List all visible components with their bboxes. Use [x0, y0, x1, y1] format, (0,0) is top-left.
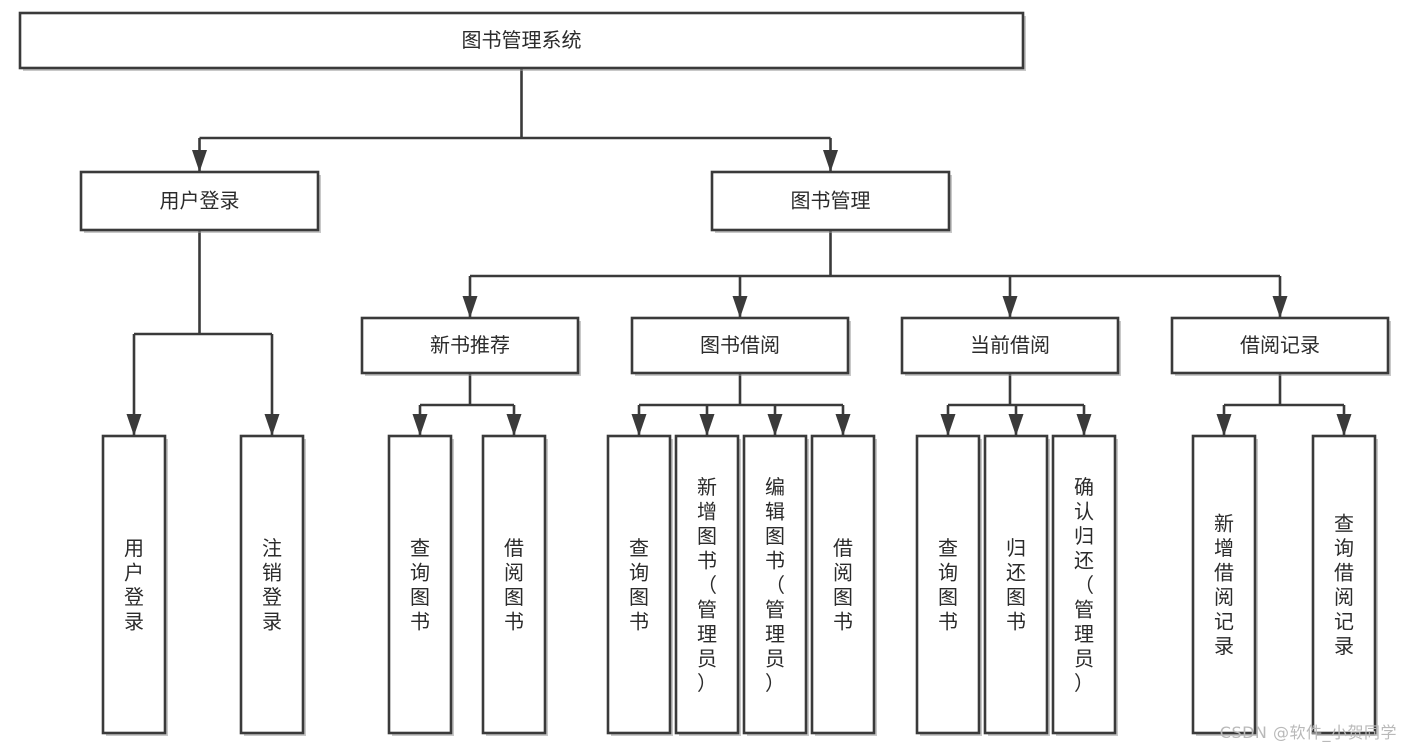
node-book-borrow[interactable]: 图书借阅 — [630, 316, 851, 376]
node-leaf-add-record[interactable]: 新增借阅记录 — [1191, 434, 1258, 736]
node-label: 新书推荐 — [430, 333, 510, 357]
node-label: 确认归还（管理员） — [1074, 475, 1094, 695]
connector-group — [192, 68, 838, 172]
node-label: 查询图书 — [938, 536, 958, 634]
node-box[interactable] — [239, 434, 305, 735]
node-user-login[interactable]: 用户登录 — [79, 170, 321, 233]
node-label: 图书管理系统 — [462, 28, 582, 52]
node-box[interactable] — [983, 434, 1049, 735]
connector-group — [940, 373, 1092, 436]
connector-group — [412, 373, 522, 436]
node-box[interactable] — [1051, 434, 1117, 735]
node-new-book-rec[interactable]: 新书推荐 — [360, 316, 581, 376]
node-box[interactable] — [1191, 434, 1257, 735]
node-label: 用户登录 — [124, 536, 144, 634]
node-box[interactable] — [481, 434, 547, 735]
node-label: 归还图书 — [1006, 536, 1026, 634]
node-label: 当前借阅 — [970, 333, 1050, 357]
node-box[interactable] — [360, 316, 580, 375]
node-leaf-borrow-book-2[interactable]: 借阅图书 — [810, 434, 877, 736]
node-leaf-query-book-2[interactable]: 查询图书 — [606, 434, 673, 736]
node-box[interactable] — [79, 170, 320, 232]
node-label: 新增借阅记录 — [1214, 512, 1234, 659]
node-label: 图书管理 — [791, 189, 871, 213]
node-leaf-borrow-book-1[interactable]: 借阅图书 — [481, 434, 548, 736]
node-box[interactable] — [1170, 316, 1390, 375]
node-label: 借阅图书 — [504, 536, 524, 634]
node-box[interactable] — [674, 434, 740, 735]
node-label: 图书借阅 — [700, 333, 780, 357]
node-leaf-edit-book[interactable]: 编辑图书（管理员） — [742, 434, 809, 736]
node-label: 借阅记录 — [1240, 333, 1320, 357]
node-label: 注销登录 — [262, 536, 282, 634]
node-label: 借阅图书 — [833, 536, 853, 634]
node-label: 查询借阅记录 — [1334, 512, 1354, 659]
node-label: 新增图书（管理员） — [697, 475, 717, 695]
node-label: 查询图书 — [410, 536, 430, 634]
node-box[interactable] — [630, 316, 850, 375]
node-leaf-user-login[interactable]: 用户登录 — [101, 434, 168, 736]
node-leaf-add-book[interactable]: 新增图书（管理员） — [674, 434, 741, 736]
connector-group — [126, 230, 280, 436]
node-box[interactable] — [101, 434, 167, 735]
node-book-manage[interactable]: 图书管理 — [710, 170, 952, 233]
node-leaf-query-record[interactable]: 查询借阅记录 — [1311, 434, 1378, 736]
node-box[interactable] — [1311, 434, 1377, 735]
node-box[interactable] — [900, 316, 1120, 375]
connector-group — [462, 230, 1288, 318]
node-label: 编辑图书（管理员） — [765, 475, 785, 695]
node-box[interactable] — [742, 434, 808, 735]
connector-group — [631, 373, 851, 436]
node-leaf-confirm-return[interactable]: 确认归还（管理员） — [1051, 434, 1118, 736]
watermark-text: CSDN @软件_小贺同学 — [1219, 723, 1397, 742]
node-leaf-query-book-1[interactable]: 查询图书 — [387, 434, 454, 736]
node-leaf-logout[interactable]: 注销登录 — [239, 434, 306, 736]
node-root[interactable]: 图书管理系统 — [18, 11, 1026, 71]
node-label: 用户登录 — [160, 189, 240, 213]
node-current-borrow[interactable]: 当前借阅 — [900, 316, 1121, 376]
node-box[interactable] — [915, 434, 981, 735]
node-label: 查询图书 — [629, 536, 649, 634]
connector-group — [1216, 373, 1352, 436]
node-box[interactable] — [18, 11, 1025, 70]
nodes-layer: 图书管理系统用户登录图书管理新书推荐图书借阅当前借阅借阅记录用户登录注销登录查询… — [18, 11, 1391, 736]
node-box[interactable] — [710, 170, 951, 232]
node-box[interactable] — [387, 434, 453, 735]
node-box[interactable] — [606, 434, 672, 735]
node-borrow-record[interactable]: 借阅记录 — [1170, 316, 1391, 376]
node-leaf-query-book-3[interactable]: 查询图书 — [915, 434, 982, 736]
connectors-layer — [126, 68, 1352, 436]
node-leaf-return-book[interactable]: 归还图书 — [983, 434, 1050, 736]
node-box[interactable] — [810, 434, 876, 735]
